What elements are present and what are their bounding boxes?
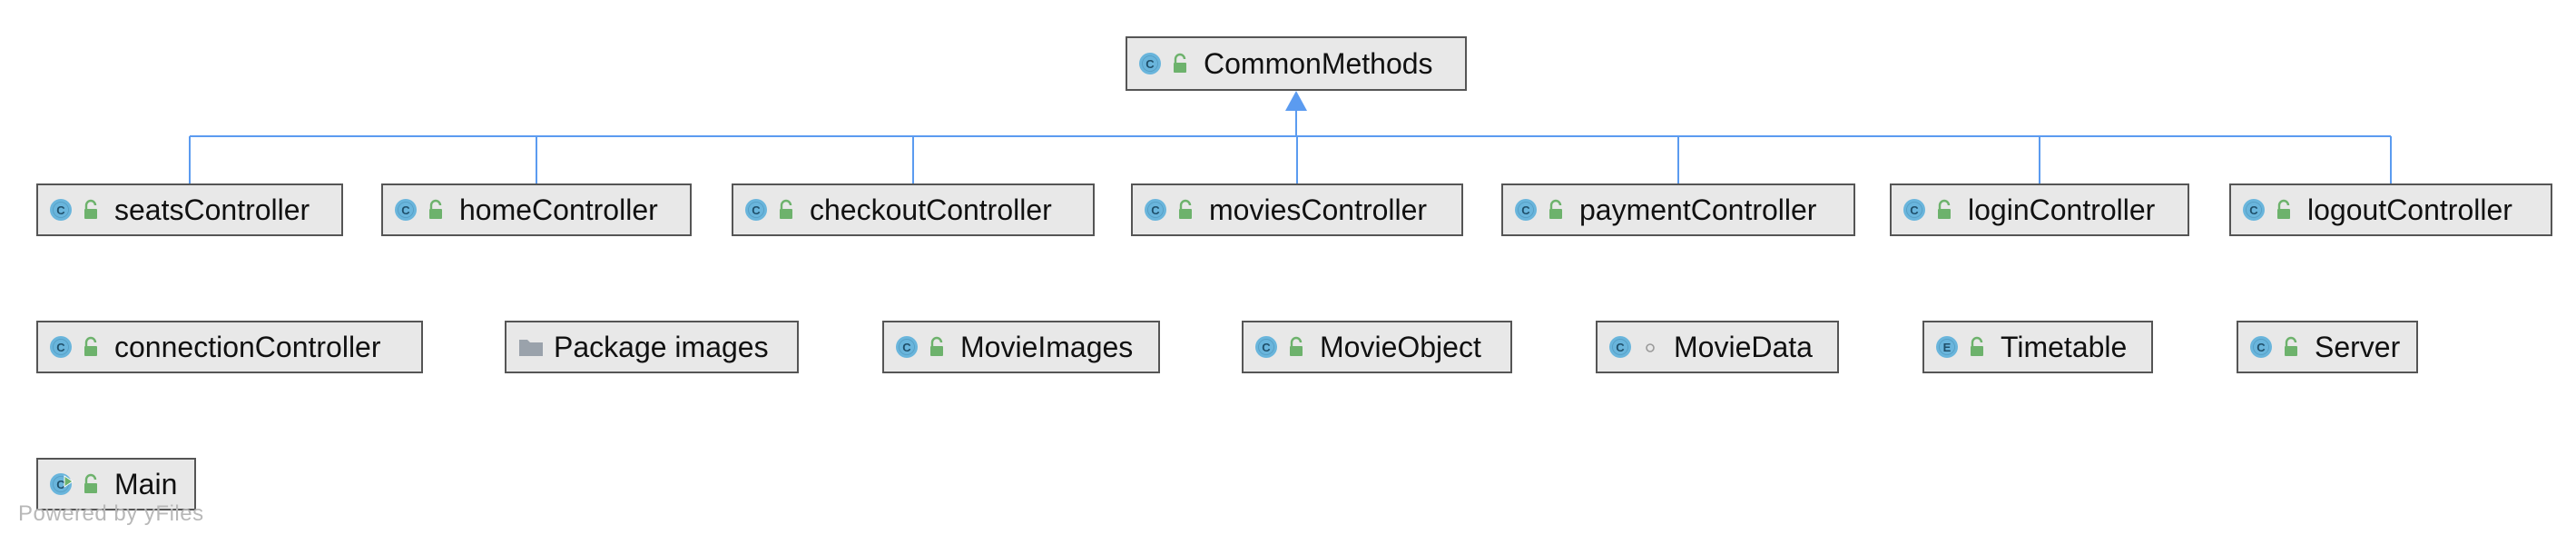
svg-text:C: C xyxy=(2249,203,2258,217)
svg-text:C: C xyxy=(1521,203,1530,217)
node-label: CommonMethods xyxy=(1204,47,1433,80)
folder-icon xyxy=(517,335,545,359)
watermark: Powered by yFiles xyxy=(18,501,204,526)
class-icon: C xyxy=(744,197,770,223)
main-class-icon: C xyxy=(49,471,74,497)
svg-text:E: E xyxy=(1943,341,1952,354)
node-package-images[interactable]: Package images xyxy=(505,321,799,373)
svg-text:C: C xyxy=(1262,341,1271,354)
class-icon: C xyxy=(49,197,74,223)
node-label: Timetable xyxy=(2001,331,2128,363)
node-label: Package images xyxy=(554,331,769,363)
class-icon: C xyxy=(49,334,74,360)
node-label: MovieData xyxy=(1674,331,1813,363)
node-movie-data[interactable]: C MovieData xyxy=(1596,321,1839,373)
node-label: logoutController xyxy=(2307,193,2512,226)
node-label: Server xyxy=(2315,331,2401,363)
public-icon xyxy=(1171,53,1191,74)
public-icon xyxy=(1968,336,1988,358)
node-timetable[interactable]: E Timetable xyxy=(1922,321,2153,373)
node-label: Main xyxy=(114,468,178,500)
node-movie-images[interactable]: C MovieImages xyxy=(882,321,1160,373)
node-connection-controller[interactable]: C connectionController xyxy=(36,321,423,373)
class-icon: C xyxy=(1138,51,1164,76)
svg-text:C: C xyxy=(752,203,761,217)
public-icon xyxy=(928,336,948,358)
class-icon: C xyxy=(1254,334,1280,360)
svg-text:C: C xyxy=(56,203,65,217)
node-label: connectionController xyxy=(114,331,381,363)
public-icon xyxy=(777,199,797,221)
node-login-controller[interactable]: C loginController xyxy=(1890,183,2189,236)
node-label: moviesController xyxy=(1209,193,1428,226)
node-seats-controller[interactable]: C seatsController xyxy=(36,183,343,236)
node-common-methods[interactable]: C CommonMethods xyxy=(1126,36,1467,91)
svg-text:C: C xyxy=(2256,341,2266,354)
node-movie-object[interactable]: C MovieObject xyxy=(1242,321,1512,373)
node-label: checkoutController xyxy=(810,193,1052,226)
node-label: MovieImages xyxy=(960,331,1134,363)
node-main[interactable]: C Main xyxy=(36,458,196,510)
public-icon xyxy=(82,336,102,358)
public-icon xyxy=(427,199,447,221)
node-label: loginController xyxy=(1968,193,2156,226)
class-icon: C xyxy=(1144,197,1169,223)
class-icon: C xyxy=(1903,197,1928,223)
public-icon xyxy=(82,473,102,495)
node-label: seatsController xyxy=(114,193,310,226)
public-icon xyxy=(1176,199,1196,221)
node-label: homeController xyxy=(459,193,658,226)
node-checkout-controller[interactable]: C checkoutController xyxy=(732,183,1095,236)
class-icon: C xyxy=(2249,334,2275,360)
node-label: MovieObject xyxy=(1320,331,1481,363)
public-icon xyxy=(2275,199,2295,221)
enum-icon: E xyxy=(1935,334,1961,360)
class-icon: C xyxy=(2242,197,2267,223)
node-server[interactable]: C Server xyxy=(2237,321,2418,373)
node-home-controller[interactable]: C homeController xyxy=(381,183,692,236)
class-icon: C xyxy=(1608,334,1634,360)
svg-text:C: C xyxy=(1616,341,1625,354)
node-label: paymentController xyxy=(1579,193,1817,226)
svg-text:C: C xyxy=(1145,57,1155,71)
svg-text:C: C xyxy=(56,341,65,354)
svg-text:C: C xyxy=(1910,203,1919,217)
node-movies-controller[interactable]: C moviesController xyxy=(1131,183,1463,236)
svg-text:C: C xyxy=(401,203,410,217)
public-icon xyxy=(1935,199,1955,221)
svg-text:C: C xyxy=(56,478,65,491)
node-logout-controller[interactable]: C logoutController xyxy=(2229,183,2552,236)
svg-text:C: C xyxy=(902,341,911,354)
inheritance-arrowhead xyxy=(1285,91,1307,111)
class-icon: C xyxy=(1514,197,1539,223)
class-icon: C xyxy=(394,197,419,223)
node-payment-controller[interactable]: C paymentController xyxy=(1501,183,1855,236)
public-icon xyxy=(82,199,102,221)
svg-text:C: C xyxy=(1151,203,1160,217)
public-icon xyxy=(1547,199,1567,221)
public-icon xyxy=(1287,336,1307,358)
class-icon: C xyxy=(895,334,920,360)
package-private-icon xyxy=(1641,336,1661,358)
public-icon xyxy=(2282,336,2302,358)
